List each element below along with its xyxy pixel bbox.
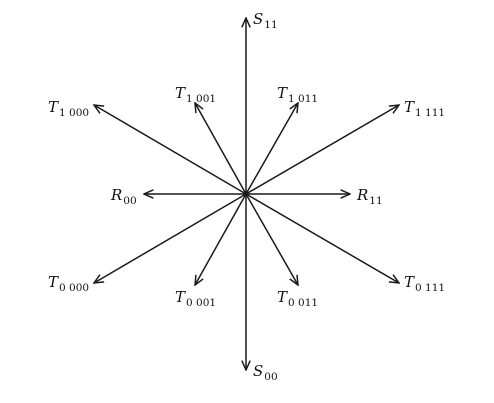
vector-label-t1011: T1 011 (277, 84, 318, 105)
vector-arrow-t0111 (245, 193, 399, 283)
vector-label-t0000: T0 000 (48, 273, 89, 294)
vector-label-letter: T (175, 288, 186, 306)
vector-label-subscript: 11 (264, 19, 277, 31)
vector-arrow-t1111 (245, 105, 399, 195)
vector-label-t0111: T0 111 (404, 273, 445, 294)
vector-label-letter: T (277, 288, 288, 306)
vector-label-subscript: 11 (369, 195, 382, 207)
vector-arrow-t0011 (245, 193, 298, 285)
arrows-layer (94, 18, 399, 370)
vector-label-letter: S (253, 10, 263, 28)
vector-label-letter: T (277, 84, 288, 102)
vector-arrow-t0000 (94, 193, 247, 283)
vector-label-subscript: 1 111 (415, 107, 445, 119)
vector-label-r00: R00 (110, 186, 137, 207)
vector-label-s11: S11 (253, 10, 278, 31)
vector-arrow-t1000 (94, 105, 247, 195)
vector-label-letter: T (48, 98, 59, 116)
vector-arrow-t0001 (195, 193, 247, 285)
vector-label-t0001: T0 001 (175, 288, 216, 309)
vector-label-letter: S (253, 362, 263, 380)
vector-arrow-t1001 (195, 103, 247, 195)
vector-label-t1111: T1 111 (404, 98, 445, 119)
vector-label-subscript: 00 (123, 195, 136, 207)
vector-label-letter: R (356, 186, 368, 204)
vector-label-subscript: 0 011 (288, 297, 318, 309)
vector-label-letter: T (175, 84, 186, 102)
vector-label-t0011: T0 011 (277, 288, 318, 309)
vector-label-subscript: 1 011 (288, 93, 318, 105)
vector-label-subscript: 0 111 (415, 282, 445, 294)
vector-arrow-t1011 (245, 103, 298, 195)
vector-label-letter: T (404, 273, 415, 291)
vector-label-t1001: T1 001 (175, 84, 216, 105)
vector-label-subscript: 0 000 (59, 282, 89, 294)
vector-label-t1000: T1 000 (48, 98, 89, 119)
vector-label-letter: R (110, 186, 122, 204)
vector-label-subscript: 1 000 (59, 107, 89, 119)
vector-label-subscript: 00 (264, 371, 277, 383)
vector-label-subscript: 0 001 (186, 297, 216, 309)
vector-label-letter: T (48, 273, 59, 291)
vector-label-subscript: 1 001 (186, 93, 216, 105)
vector-label-r11: R11 (356, 186, 383, 207)
vector-label-letter: T (404, 98, 415, 116)
vector-label-s00: S00 (253, 362, 278, 383)
